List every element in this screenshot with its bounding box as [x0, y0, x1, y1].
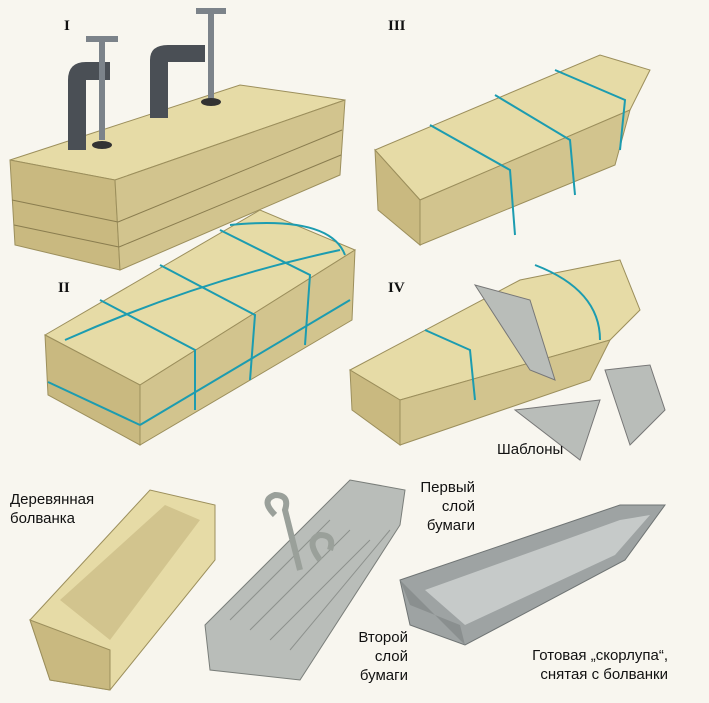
clamp-icon: [150, 8, 226, 118]
template-shape: [604, 364, 666, 446]
first-layer-label: Первый слой бумаги: [395, 478, 475, 535]
label-line: Второй: [358, 629, 408, 646]
label-line: бумаги: [359, 667, 408, 684]
label-line: Деревянная: [10, 491, 95, 508]
paper-covered-blank: [204, 479, 406, 681]
second-layer-label: Второй слой бумаги: [330, 628, 408, 685]
glued-block-with-clamps: [9, 8, 346, 271]
label-line: слой: [441, 498, 475, 515]
template-shape: [513, 399, 601, 461]
step-2-label: II: [58, 280, 70, 296]
finished-shell-label: Готовая „скорлупа“, снятая с болванки: [480, 646, 668, 684]
label-line: снятая с болванки: [540, 666, 668, 683]
label-line: бумаги: [426, 517, 475, 534]
step-1-label: I: [64, 18, 70, 34]
step-4-label: IV: [388, 280, 405, 296]
clamp-icon: [68, 36, 118, 150]
label-line: Первый: [420, 479, 475, 496]
label-line: Готовая „скорлупа“,: [532, 647, 668, 664]
label-line: болванка: [10, 510, 76, 527]
step-3-label: III: [388, 18, 406, 34]
wooden-blank-label: Деревянная болванка: [10, 490, 94, 528]
finished-shell: [399, 504, 666, 646]
wooden-blank: [29, 489, 216, 691]
hull-with-templates: [348, 259, 666, 461]
templates-label: Шаблоны: [497, 441, 564, 458]
label-line: слой: [374, 648, 408, 665]
rough-hull: [374, 54, 651, 247]
marked-block: [43, 209, 357, 446]
